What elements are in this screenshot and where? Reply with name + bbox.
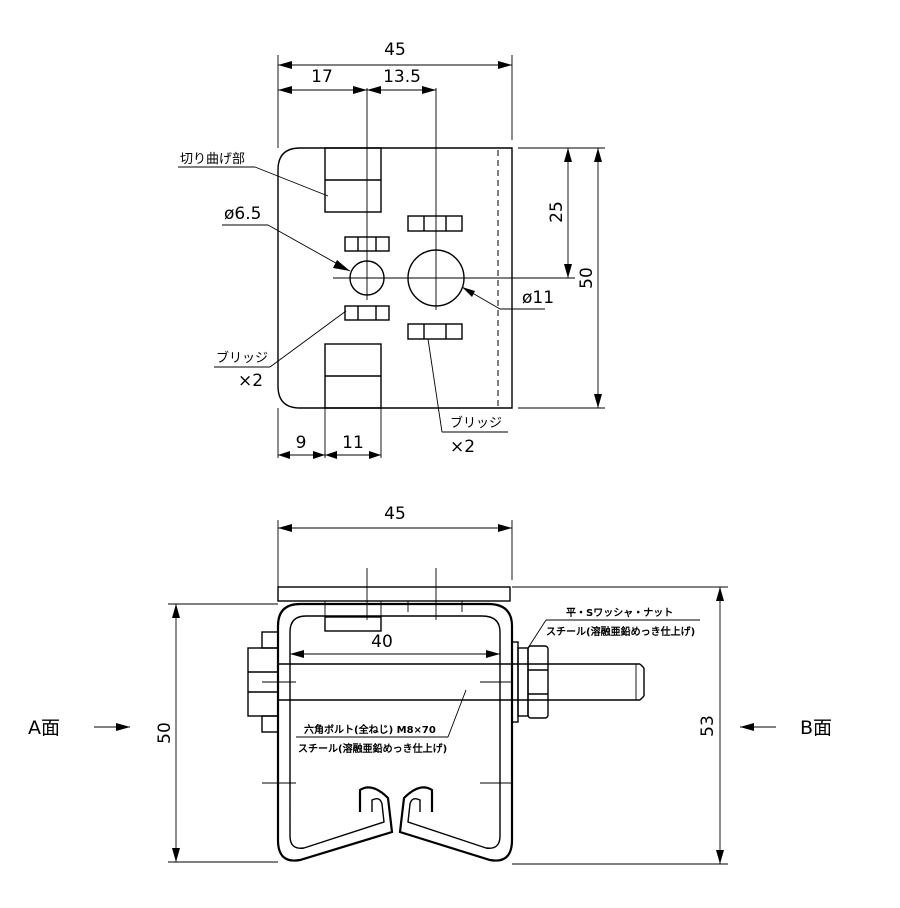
side-a-label: A面 [28,717,60,739]
label-large-hole: ø11 [522,288,554,308]
top-dim-height: 50 [577,267,597,289]
label-bridge-right-count: ×2 [450,437,475,457]
front-view: 45 40 50 53 平・Sワッシャ・ナット スチール(溶融亜鉛めっき仕上げ)… [28,504,832,865]
top-dim-mid: 13.5 [383,67,421,87]
bolt-shaft [278,663,645,701]
front-dim-inner: 40 [371,632,393,652]
bridge-left-lower [344,305,390,321]
label-small-hole: ø6.5 [224,204,261,224]
label-bend: 切り曲げ部 [180,152,245,167]
side-b-label: B面 [800,717,832,739]
label-bolt-material: スチール(溶融亜鉛めっき仕上げ) [298,742,447,755]
bend-part-bottom [324,343,382,409]
label-bridge-left-count: ×2 [238,371,263,391]
top-plate [277,586,511,602]
front-dim-width: 45 [384,504,406,524]
label-bridge-left: ブリッジ [216,350,268,366]
bend-part-top [324,147,382,213]
top-dim-width: 45 [384,40,406,60]
bridge-right-lower [407,323,463,340]
washer-nut [511,641,549,723]
label-bridge-right: ブリッジ [450,415,502,431]
top-dim-bottom-mid: 11 [342,433,364,453]
plate-outline [277,147,513,409]
label-washer-nut: 平・Sワッシャ・ナット [566,607,673,619]
top-view: 45 17 13.5 25 50 9 11 切り曲げ部 [178,40,605,459]
bridge-right-upper [407,215,463,232]
top-dim-half-height: 25 [547,201,567,223]
channel-outer [276,602,514,862]
front-dim-height-left: 50 [155,722,175,744]
top-dim-left: 17 [311,67,333,87]
top-dim-bottom-left: 9 [296,433,307,453]
label-bolt: 六角ボルト(全ねじ) M8×70 [304,723,436,736]
label-washer-material: スチール(溶融亜鉛めっき仕上げ) [546,625,695,638]
channel-inner [289,615,501,849]
front-dim-height-right: 53 [698,715,718,737]
